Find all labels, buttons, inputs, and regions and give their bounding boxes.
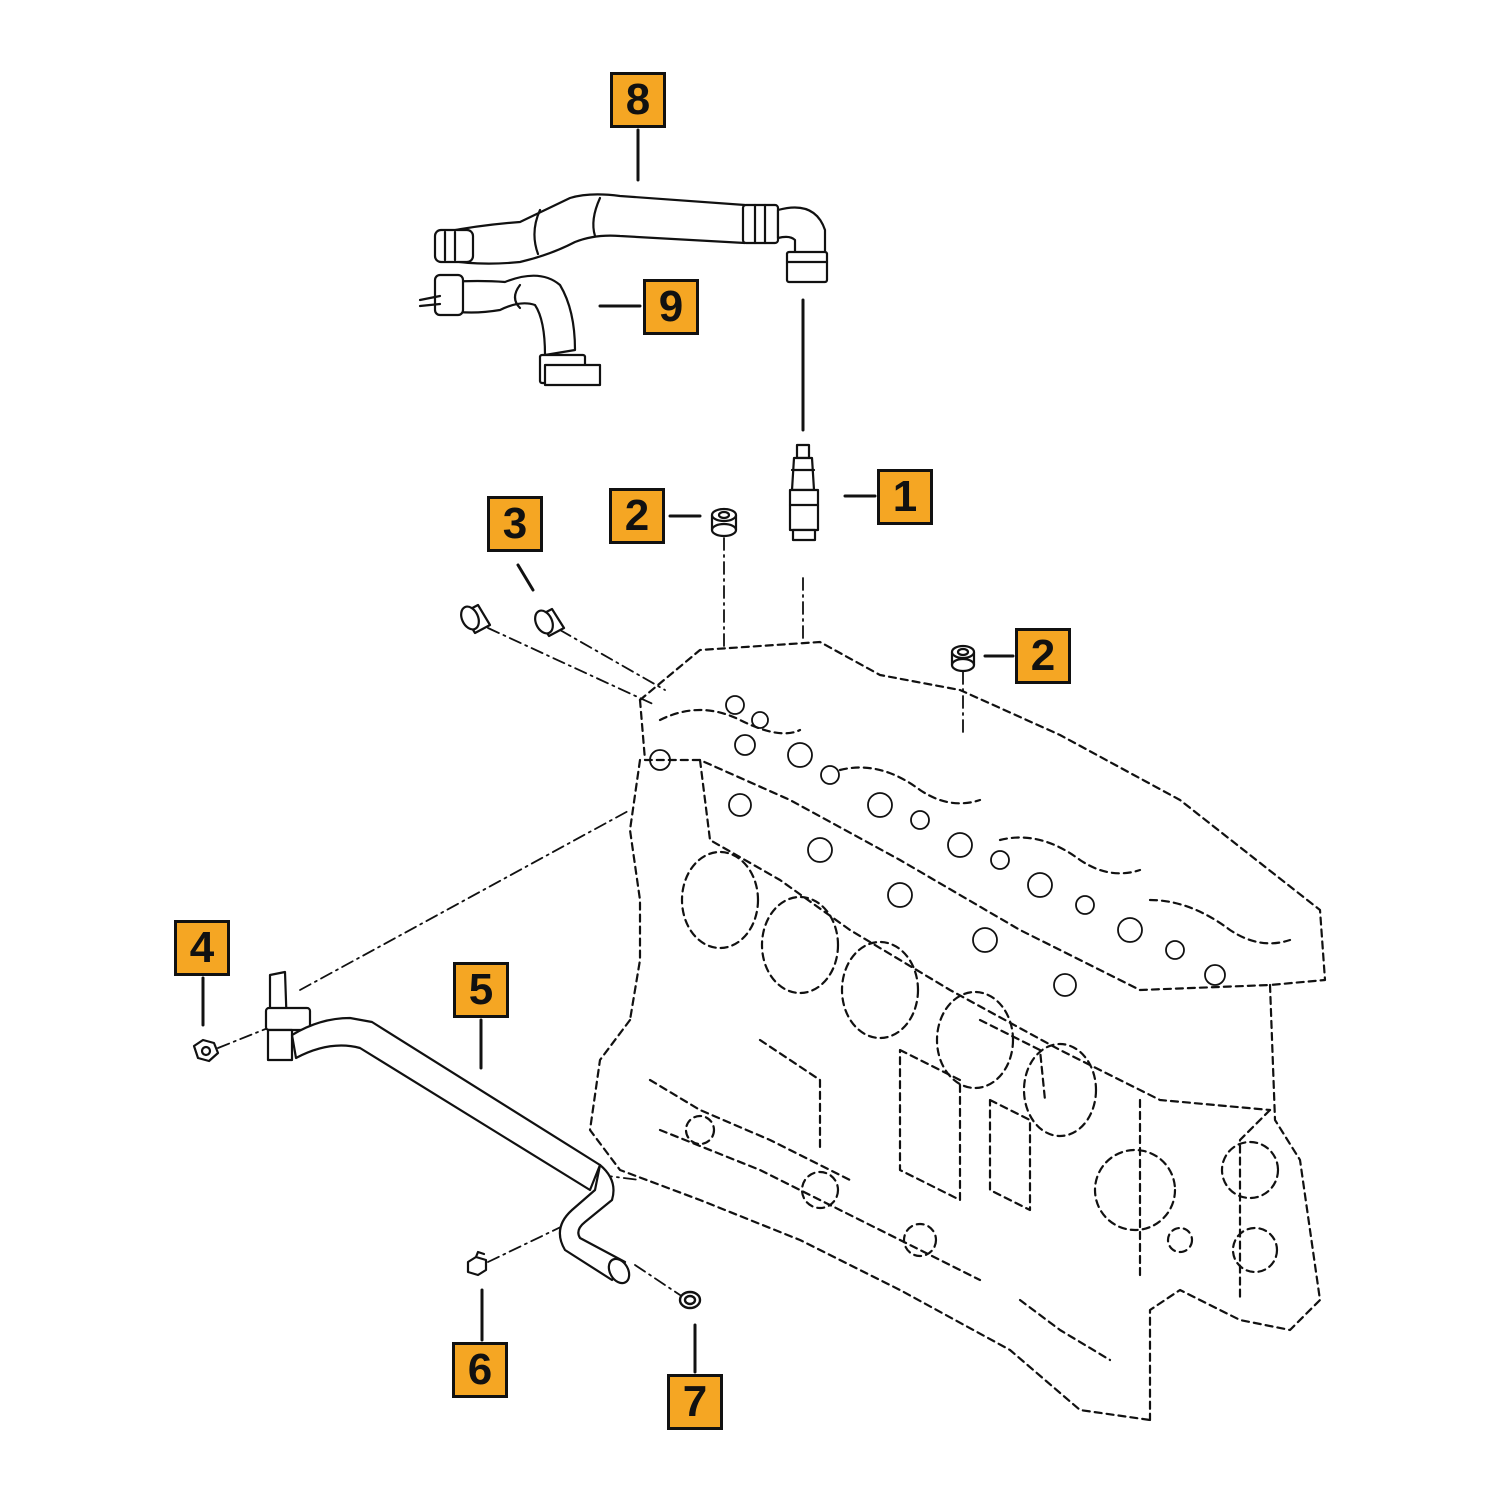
plug-3a bbox=[460, 603, 492, 635]
leader-lines bbox=[201, 128, 1015, 1374]
callout-5: 5 bbox=[453, 962, 509, 1018]
hose-upper bbox=[433, 193, 829, 284]
assembly-lines bbox=[217, 537, 964, 1296]
callout-2-upper: 2 bbox=[609, 488, 665, 544]
bushing-2b bbox=[950, 644, 976, 673]
hose-lower bbox=[418, 273, 602, 387]
callout-8: 8 bbox=[610, 72, 666, 128]
engine-block bbox=[588, 640, 1327, 1422]
plug-3b bbox=[534, 607, 566, 638]
tube-fitting bbox=[788, 443, 820, 542]
callout-7: 7 bbox=[667, 1374, 723, 1430]
callout-9: 9 bbox=[643, 279, 699, 335]
callout-3: 3 bbox=[487, 496, 543, 552]
nut bbox=[192, 1038, 220, 1063]
callout-6: 6 bbox=[452, 1342, 508, 1398]
coolant-tube bbox=[264, 970, 631, 1285]
callout-1: 1 bbox=[877, 469, 933, 525]
clamp-ring bbox=[678, 1290, 702, 1310]
cylinder-head-details bbox=[649, 695, 1226, 997]
callout-4: 4 bbox=[174, 920, 230, 976]
bushing-2a bbox=[710, 507, 738, 538]
bolt bbox=[466, 1250, 488, 1277]
callout-2-right: 2 bbox=[1015, 628, 1071, 684]
